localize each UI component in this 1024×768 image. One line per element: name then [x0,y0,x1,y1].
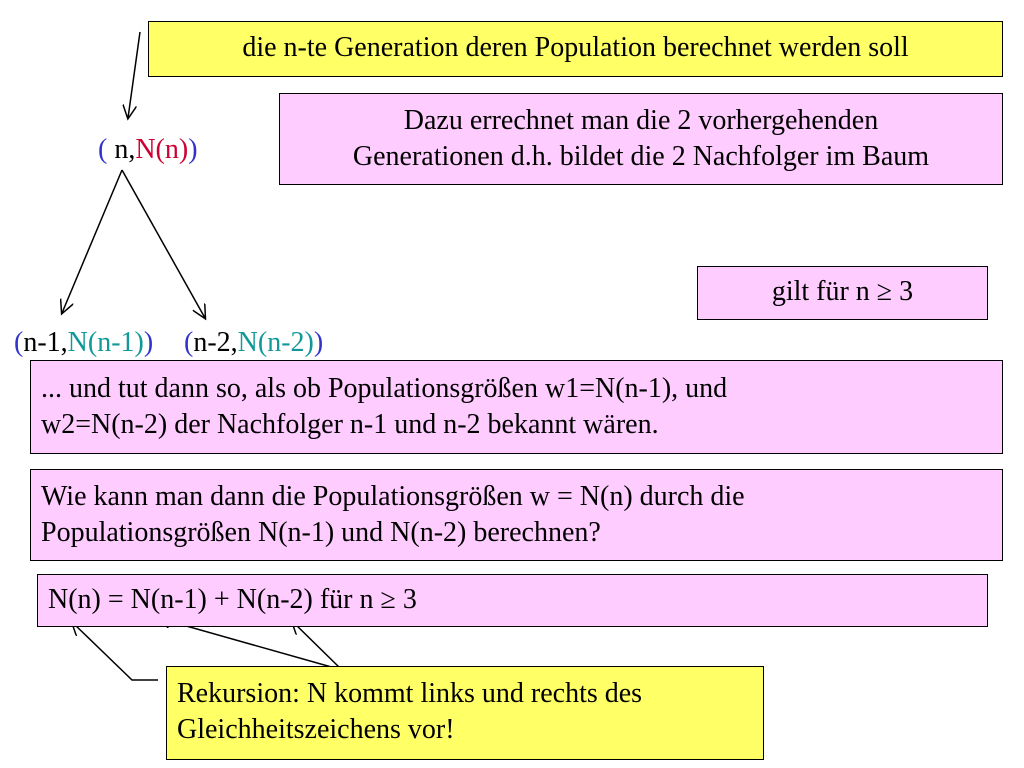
node-value: N(n-2) [237,327,314,358]
paren-close: ) [188,134,198,165]
box-assumption-line2: w2=N(n-2) der Nachfolger n-1 und n-2 bek… [41,409,659,440]
box-recursion-line2: Gleichheitszeichens vor! [177,714,455,745]
box-target-generation: die n-te Generation deren Population ber… [148,21,1003,77]
node-value: N(n) [135,134,189,165]
tree-root-node: ( n,N(n)) [98,134,198,166]
formula-text: N(n) = N(n-1) + N(n-2) für n ≥ 3 [48,584,417,615]
tree-left-node: (n-1,N(n-1)) [14,327,153,359]
box-recursion: Rekursion: N kommt links und rechts des … [166,666,764,760]
box-assumption-line1: ... und tut dann so, als ob Populationsg… [41,373,728,404]
node-n: n-1, [23,327,68,358]
node-n: n-2, [193,327,238,358]
box-condition-text: gilt für n ≥ 3 [771,276,914,307]
tree-right-node: (n-2,N(n-2)) [184,327,323,359]
tree-edge-right [121,169,205,318]
box-recursion-line1: Rekursion: N kommt links und rechts des [177,678,643,709]
box-condition: gilt für n ≥ 3 [697,266,988,320]
paren-open: ( [184,327,194,358]
paren-open: ( [14,327,24,358]
box-explanation-line1: Dazu errechnet man die 2 vorhergehenden [403,105,879,136]
node-value: N(n-1) [67,327,144,358]
box-assumption: ... und tut dann so, als ob Populationsg… [30,360,1003,454]
pointer-rek-right [292,621,343,671]
node-n: n, [107,134,136,165]
paren-close: ) [313,327,324,358]
pointer-top [128,31,141,118]
box-question: Wie kann man dann die Populationsgrößen … [30,469,1003,561]
paren-open: ( [98,134,108,165]
pointer-rek-left [72,622,158,681]
box-explanation: Dazu errechnet man die 2 vorhergehenden … [279,93,1003,185]
box-formula: N(n) = N(n-1) + N(n-2) für n ≥ 3 [37,574,988,627]
box-question-line2: Populationsgrößen N(n-1) und N(n-2) bere… [41,517,601,548]
tree-edge-left [62,169,123,313]
paren-close: ) [143,327,154,358]
box-question-line1: Wie kann man dann die Populationsgrößen … [41,481,745,512]
box-target-generation-text: die n-te Generation deren Population ber… [242,32,909,63]
box-explanation-line2: Generationen d.h. bildet die 2 Nachfolge… [352,141,930,172]
